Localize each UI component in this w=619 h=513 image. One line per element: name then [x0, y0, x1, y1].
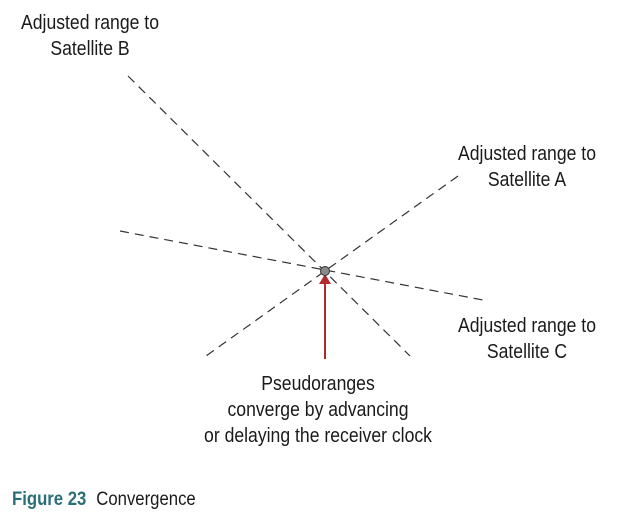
label-satellite-a: Adjusted range to Satellite A	[448, 141, 606, 193]
label-pseudoranges-line-2: converge by advancing	[227, 399, 409, 421]
range-line-satellite-c	[119, 230, 489, 302]
label-satellite-c-line-1: Adjusted range to	[458, 315, 596, 337]
label-satellite-c-line-2: Satellite C	[486, 341, 568, 363]
label-satellite-b: Adjusted range to Satellite B	[11, 10, 169, 62]
range-line-satellite-b	[127, 75, 411, 357]
figure-title: Convergence	[96, 489, 196, 510]
label-satellite-c: Adjusted range to Satellite C	[448, 313, 606, 365]
figure-caption: Figure 23 Convergence	[12, 488, 196, 512]
label-satellite-a-line-2: Satellite A	[487, 169, 567, 191]
label-satellite-b-line-2: Satellite B	[50, 38, 130, 60]
convergence-arrow-head	[319, 274, 331, 284]
label-satellite-a-line-1: Adjusted range to	[458, 143, 596, 165]
range-line-satellite-a	[205, 175, 459, 357]
label-pseudoranges-line-3: or delaying the receiver clock	[204, 425, 432, 447]
label-satellite-b-line-1: Adjusted range to	[21, 12, 159, 34]
figure-number: Figure 23	[12, 489, 87, 510]
label-pseudoranges: Pseudoranges converge by advancing or de…	[186, 371, 450, 449]
label-pseudoranges-line-1: Pseudoranges	[261, 373, 375, 395]
convergence-point	[320, 266, 330, 276]
